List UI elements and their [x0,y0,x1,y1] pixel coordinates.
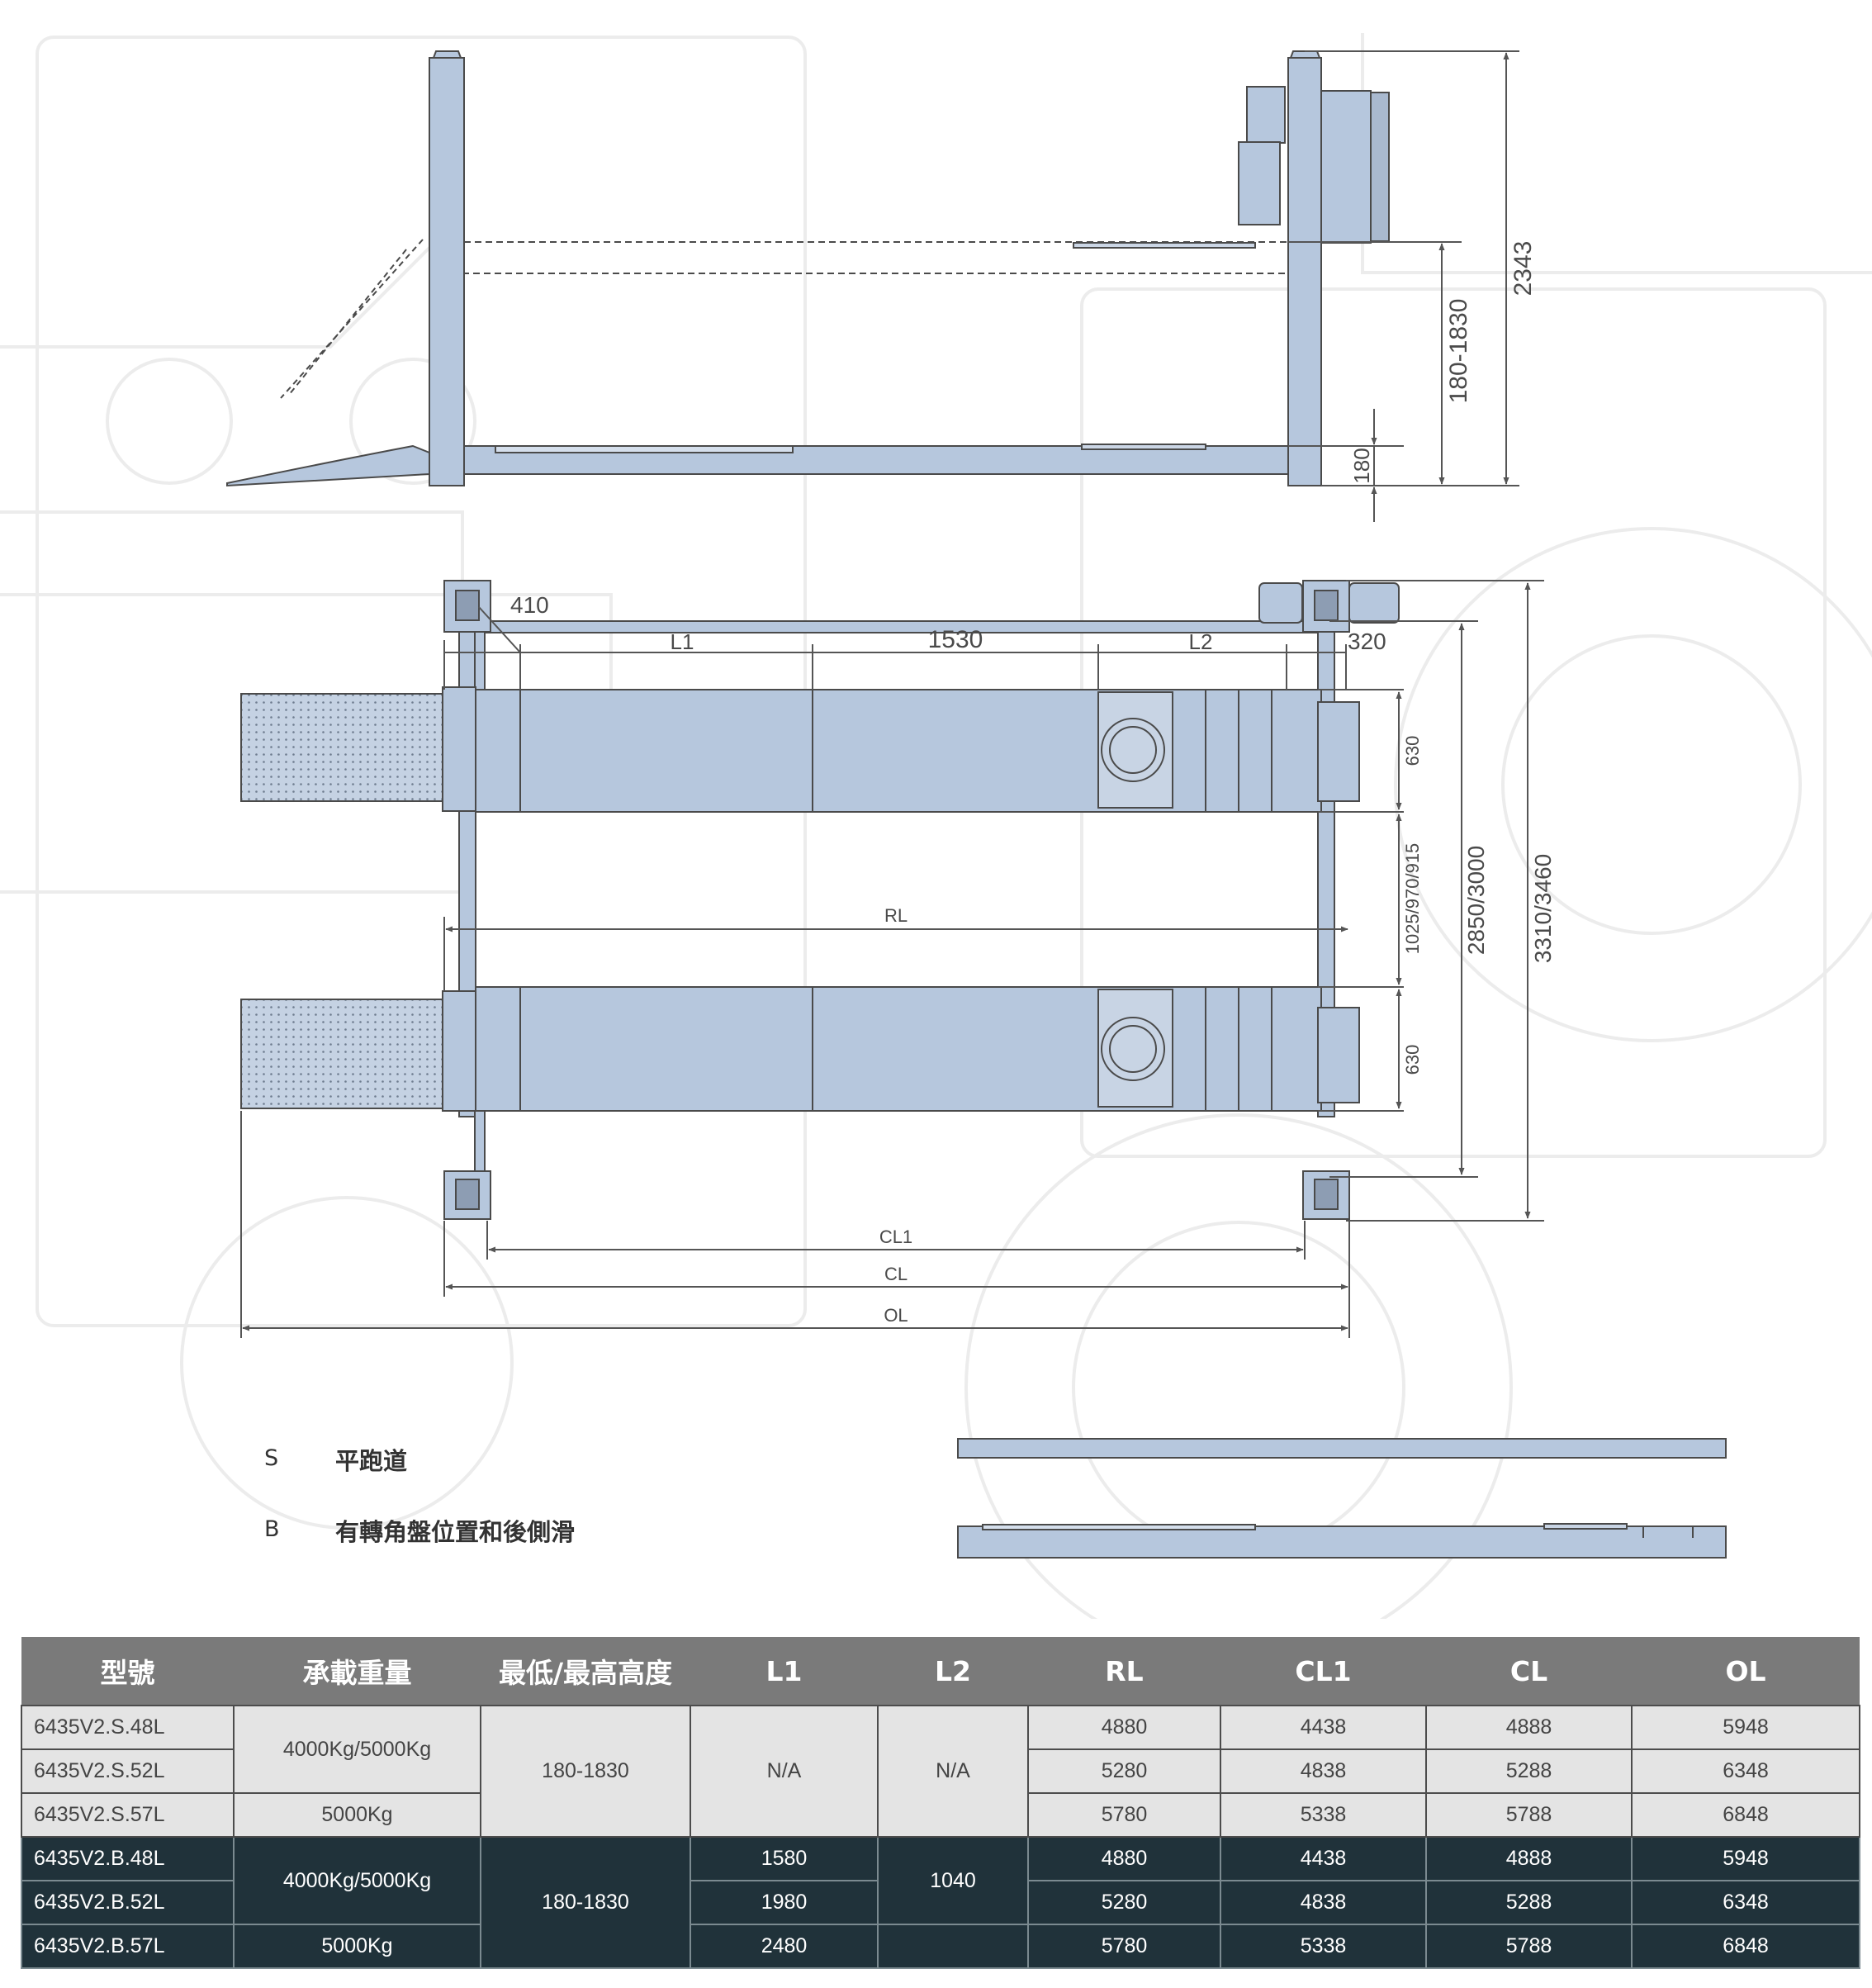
cl1-cell: 4438 [1220,1836,1427,1881]
top-view [240,580,1400,1220]
capacity-cell: 4000Kg/5000Kg [233,1705,481,1794]
model-cell: 6435V2.S.52L [21,1748,235,1794]
cl1-cell: 4838 [1220,1880,1427,1925]
rl-cell: 5780 [1027,1924,1221,1969]
dim-runway-width-1: 630 [1402,736,1423,766]
dim-cl: CL [884,1264,908,1284]
header-capacity: 承載重量 [234,1637,481,1706]
spec-table: 型號 承載重量 最低/最高高度 L1 L2 RL CL1 CL OL 6435V… [21,1637,1860,1969]
dim-runway-gap: 1025/970/915 [1402,843,1423,955]
cl1-cell: 5338 [1220,1924,1427,1969]
height-cell: 180-1830 [480,1836,691,1969]
l2-cell: N/A [877,1705,1029,1838]
capacity-cell: 4000Kg/5000Kg [233,1836,481,1925]
dim-1530: 1530 [928,626,983,653]
legend-key-b: B [264,1516,280,1542]
legend-text-b: 有轉角盤位置和後側滑 [335,1518,576,1546]
capacity-cell: 5000Kg [233,1924,481,1969]
model-cell: 6435V2.S.48L [21,1705,235,1750]
dim-outer-width: 3310/3460 [1530,854,1556,963]
dim-inner-width: 2850/3000 [1463,846,1489,955]
dim-ol: OL [884,1305,908,1326]
table-row: 6435V2.B.52L 1980 5280 4838 5288 6348 [21,1880,1860,1925]
l2-empty-cell [877,1924,1029,1969]
table-row: 6435V2.S.48L 4000Kg/5000Kg 180-1830 N/A … [21,1705,1860,1838]
legend-key-s: S [264,1445,279,1471]
model-cell: 6435V2.S.57L [21,1792,235,1838]
header-height: 最低/最高高度 [481,1637,690,1706]
ol-cell: 5948 [1631,1705,1860,1750]
cl1-cell: 4438 [1220,1705,1427,1750]
lift-technical-drawing: 2343 180-1830 180 [0,33,1872,1619]
rl-cell: 4880 [1027,1705,1221,1750]
runway-profiles [957,1438,1727,1559]
model-cell: 6435V2.B.52L [21,1880,235,1925]
model-cell: 6435V2.B.48L [21,1836,235,1881]
ol-cell: 6848 [1631,1792,1860,1838]
dim-total-height: 2343 [1509,241,1537,297]
cl1-cell: 5338 [1220,1792,1427,1838]
capacity-cell: 5000Kg [233,1792,481,1838]
cl-cell: 4888 [1425,1836,1633,1881]
table-row: 6435V2.B.57L 5000Kg 2480 5780 5338 5788 … [21,1924,1860,1969]
l1-cell: 1580 [690,1836,879,1881]
dim-l2: L2 [1189,629,1213,654]
header-ol: OL [1632,1637,1860,1706]
rl-cell: 5280 [1027,1748,1221,1794]
dim-cl1: CL1 [879,1226,912,1247]
table-header-row: 型號 承載重量 最低/最高高度 L1 L2 RL CL1 CL OL [21,1637,1860,1706]
l2-cell: 1040 [877,1836,1029,1925]
ol-cell: 6348 [1631,1748,1860,1794]
rl-cell: 5280 [1027,1880,1221,1925]
legend-text-s: 平跑道 [335,1447,408,1475]
table-row: 6435V2.S.52L 5280 4838 5288 6348 [21,1748,1860,1794]
cl-cell: 4888 [1425,1705,1633,1750]
dim-410: 410 [510,592,549,618]
dim-lift-range: 180-1830 [1445,299,1472,404]
l1-cell: 1980 [690,1880,879,1925]
cl-cell: 5288 [1425,1748,1633,1794]
ol-cell: 6848 [1631,1924,1860,1969]
header-rl: RL [1028,1637,1220,1706]
dim-runway-width-2: 630 [1402,1045,1423,1075]
header-l1: L1 [690,1637,878,1706]
header-l2: L2 [878,1637,1028,1706]
model-cell: 6435V2.B.57L [21,1924,235,1969]
dim-320: 320 [1348,629,1386,654]
dim-low-height: 180 [1349,448,1374,483]
ol-cell: 5948 [1631,1836,1860,1881]
cl1-cell: 4838 [1220,1748,1427,1794]
dim-rl: RL [884,905,908,926]
header-cl1: CL1 [1220,1637,1426,1706]
rl-cell: 5780 [1027,1792,1221,1838]
side-view-dimensions [1288,50,1519,522]
dim-l1: L1 [671,629,694,654]
header-model: 型號 [21,1637,234,1706]
cl-cell: 5788 [1425,1792,1633,1838]
rl-cell: 4880 [1027,1836,1221,1881]
ol-cell: 6348 [1631,1880,1860,1925]
table-row: 6435V2.S.57L 5000Kg 5780 5338 5788 6848 [21,1792,1860,1838]
cl-cell: 5288 [1425,1880,1633,1925]
table-row: 6435V2.B.48L 4000Kg/5000Kg 180-1830 1580… [21,1836,1860,1969]
height-cell: 180-1830 [480,1705,691,1838]
l1-cell: 2480 [690,1924,879,1969]
l1-cell: N/A [690,1705,879,1838]
side-view [226,50,1390,487]
top-view-dimensions [240,580,1544,1338]
cl-cell: 5788 [1425,1924,1633,1969]
background-art [0,33,1872,1619]
header-cl: CL [1426,1637,1632,1706]
